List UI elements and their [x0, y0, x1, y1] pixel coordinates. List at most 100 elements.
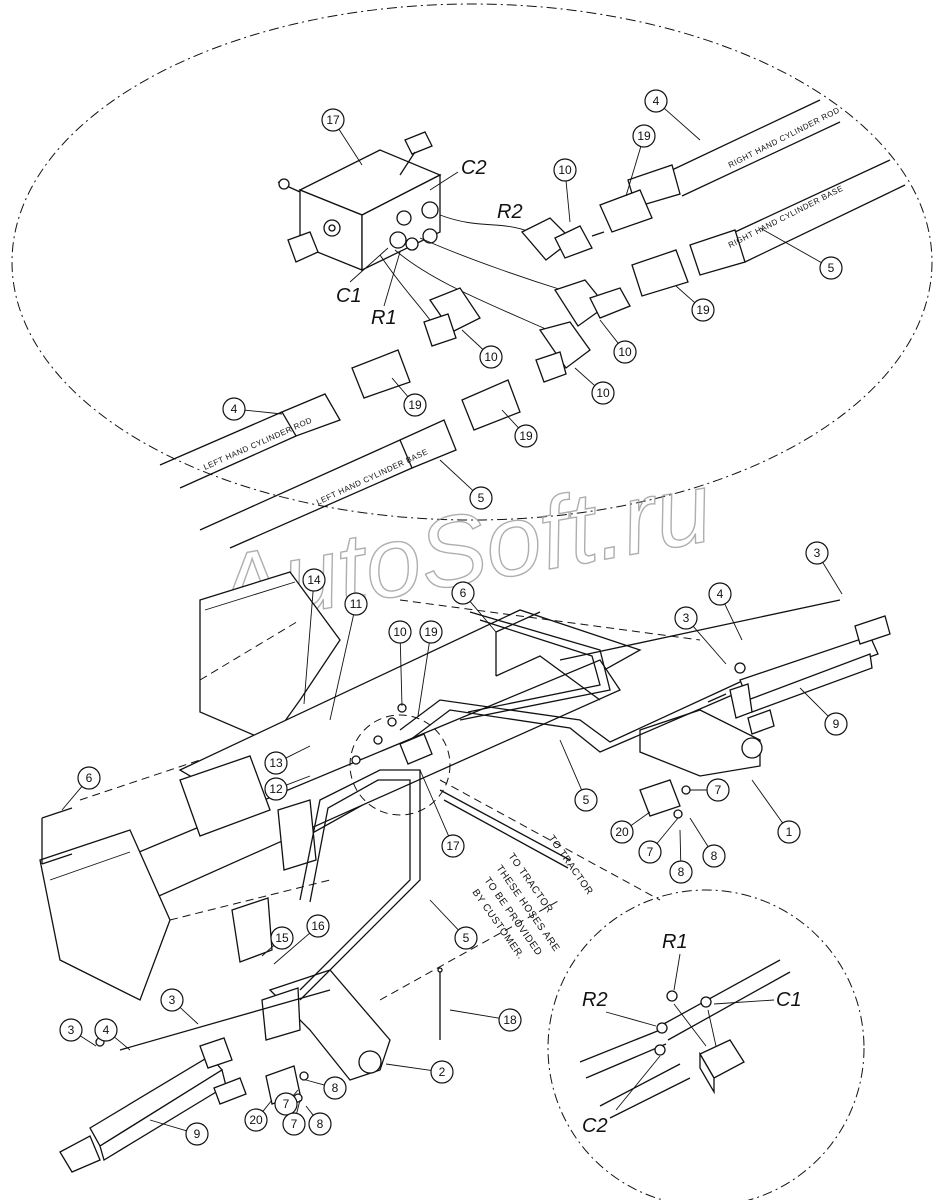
callout-number: 9: [194, 1127, 201, 1141]
callout-number: 7: [283, 1097, 290, 1111]
callout-c7-r2: 7: [638, 817, 679, 864]
elbow-10-left: [423, 287, 481, 347]
callout-c11: 11: [329, 592, 368, 721]
top-detail-ellipse: [11, 3, 933, 521]
u-bracket-left: [41, 807, 73, 865]
callout-number: 18: [503, 1013, 517, 1027]
hose-text-lh-base: LEFT HAND CYLINDER BASE: [315, 447, 429, 507]
detail-label-r1: R1: [662, 931, 688, 953]
callout-c3-right: 3: [674, 606, 727, 665]
elbow-10-center: [535, 321, 591, 383]
callout-c13: 13: [264, 745, 311, 775]
bracket-20-right: [639, 779, 681, 817]
callout-c17-top: 17: [321, 108, 363, 166]
callout-c1: 1: [751, 779, 801, 844]
callout-number: 2: [439, 1065, 446, 1079]
fitting-19-left: [351, 349, 411, 399]
valve-block: [277, 131, 442, 272]
callout-c5-top-r: 5: [759, 227, 843, 280]
central-detail-ring: [349, 714, 451, 816]
fitting-19-left2: [461, 379, 521, 431]
callout-c10-left: 10: [461, 329, 503, 369]
callout-number: 8: [332, 1081, 339, 1095]
port-label-r1: R1: [371, 307, 397, 329]
callout-c5-left: 5: [439, 459, 493, 510]
callout-number: 15: [275, 931, 289, 945]
callout-c4-top-r: 4: [644, 89, 701, 141]
callout-number: 12: [269, 782, 283, 796]
detail-label-c1: C1: [776, 989, 802, 1011]
callout-c6-left: 6: [61, 766, 101, 811]
hydraulic-cylinder-right: [707, 615, 891, 735]
callout-c8-low1: 8: [305, 1076, 347, 1100]
fitting-19-lower-right: [631, 249, 689, 297]
callout-number: 4: [231, 402, 238, 416]
elbow-10-right: [554, 279, 631, 327]
callout-c14: 14: [302, 568, 326, 705]
callout-number: 17: [446, 839, 460, 853]
callout-c19-left: 19: [391, 377, 427, 417]
hose-lh-rod: LEFT HAND CYLINDER ROD: [159, 393, 341, 489]
callout-c7-r1: 7: [690, 778, 730, 802]
callout-number: 19: [424, 625, 438, 639]
hydraulic-cylinder-left: [59, 1037, 247, 1173]
callout-number: 6: [86, 771, 93, 785]
callout-number: 8: [678, 865, 685, 879]
detail-label-c2: C2: [582, 1115, 608, 1137]
callout-c15: 15: [261, 926, 294, 957]
callout-c7-low2: 7: [282, 1099, 306, 1136]
callout-c19-top-r: 19: [625, 124, 656, 197]
callout-number: 19: [408, 398, 422, 412]
callout-number: 13: [269, 756, 283, 770]
hose-text-lh-rod: LEFT HAND CYLINDER ROD: [202, 416, 313, 472]
callout-c9-low: 9: [149, 1119, 209, 1146]
callout-number: 10: [393, 625, 407, 639]
callout-c3-right-top: 3: [805, 541, 843, 595]
callout-c5-c: 5: [559, 739, 598, 812]
callout-number: 20: [615, 825, 629, 839]
callout-c20-r: 20: [610, 811, 651, 844]
callout-c18: 18: [449, 1008, 522, 1032]
callout-number: 11: [350, 597, 363, 611]
callout-c3-low2: 3: [59, 1018, 97, 1047]
callout-c4-low: 4: [94, 1018, 131, 1051]
callout-c19-c: 19: [417, 620, 443, 717]
callout-number: 19: [637, 129, 651, 143]
hose-line-left-outer: [299, 769, 421, 1001]
port-label-c1: C1: [336, 285, 362, 307]
callout-number: 5: [583, 793, 590, 807]
callout-number: 14: [307, 573, 321, 587]
callout-number: 3: [683, 611, 690, 625]
callout-c4-right: 4: [708, 582, 743, 641]
callout-c20-low: 20: [244, 1099, 273, 1132]
callout-number: 19: [696, 303, 710, 317]
callout-number: 7: [647, 845, 654, 859]
callout-number: 10: [558, 163, 572, 177]
callout-c17-c: 17: [419, 769, 465, 858]
callout-number: 3: [814, 546, 821, 560]
callout-c8-r2: 8: [669, 829, 693, 884]
callout-number: 4: [717, 587, 724, 601]
detail-label-r2: R2: [582, 989, 608, 1011]
port-label-c2: C2: [461, 157, 487, 179]
to-tractor-hose-1: [439, 789, 571, 861]
hose-text-rh-rod: RIGHT HAND CYLINDER ROD: [727, 106, 841, 170]
callout-number: 10: [596, 386, 610, 400]
callout-number: 19: [519, 429, 533, 443]
callout-number: 7: [291, 1117, 298, 1131]
callout-c7-low1: 7: [274, 1089, 299, 1116]
hose-line-right-outer: [399, 681, 741, 743]
port-detail-drawing: [579, 959, 791, 1119]
callout-c10-c: 10: [388, 620, 412, 707]
callout-number: 1: [786, 825, 793, 839]
callout-number: 16: [311, 919, 325, 933]
callout-number: 7: [715, 783, 722, 797]
callout-number: 17: [326, 113, 340, 127]
assembly-drawing: [39, 571, 763, 1081]
callout-c16: 16: [273, 914, 330, 965]
u-bracket-right: [495, 611, 601, 701]
callout-c6-center: 6: [451, 581, 497, 633]
callout-c3-low: 3: [160, 988, 199, 1025]
